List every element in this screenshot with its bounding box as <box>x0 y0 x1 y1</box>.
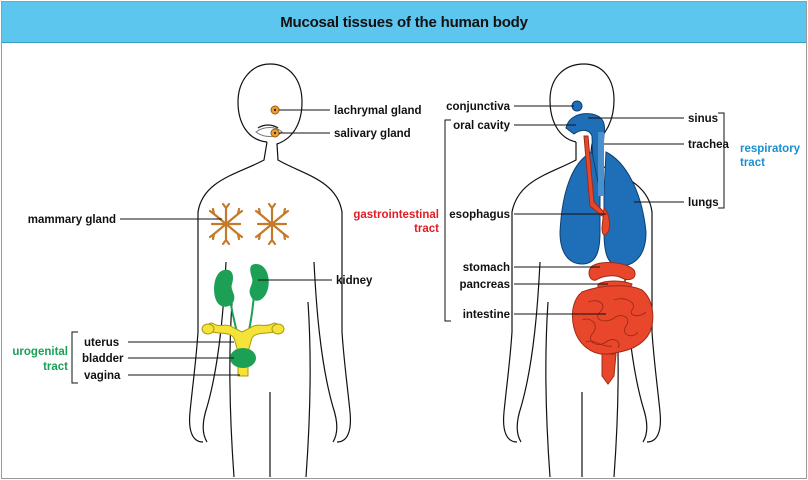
label-conjunctiva: conjunctiva <box>446 101 511 113</box>
title-bar: Mucosal tissues of the human body <box>2 2 806 43</box>
label-lungs: lungs <box>688 197 719 209</box>
label-pancreas: pancreas <box>459 279 510 291</box>
label-respiratory-tract-line1: respiratory <box>740 143 801 155</box>
label-urogenital-tract-line1: urogenital <box>12 346 68 358</box>
mammary-gland-right-shape <box>254 202 290 246</box>
left-body-outline <box>188 63 352 478</box>
label-oral-cavity: oral cavity <box>453 120 510 132</box>
label-kidney: kidney <box>336 275 373 287</box>
kidney-right-shape <box>249 264 269 301</box>
label-trachea: trachea <box>688 139 730 151</box>
kidney-left-shape <box>214 269 235 307</box>
label-esophagus: esophagus <box>449 209 510 221</box>
diagram-title: Mucosal tissues of the human body <box>280 13 528 31</box>
label-gastrointestinal-tract-line1: gastrointestinal <box>353 209 439 221</box>
trachea-shape <box>598 132 604 196</box>
label-bladder: bladder <box>82 353 124 365</box>
bladder-shape <box>230 348 256 368</box>
right-leader-lines <box>444 105 725 322</box>
label-uterus: uterus <box>84 337 119 349</box>
label-urogenital-tract-line2: tract <box>43 361 68 373</box>
label-sinus: sinus <box>688 113 718 125</box>
salivary-gland-point <box>273 131 277 135</box>
label-respiratory-tract-line2: tract <box>740 157 765 169</box>
label-mammary-gland: mammary gland <box>28 214 116 226</box>
lachrymal-gland-point <box>273 108 277 112</box>
label-gastrointestinal-tract-line2: tract <box>414 223 439 235</box>
mammary-gland-left-shape <box>208 202 244 246</box>
label-intestine: intestine <box>463 309 510 321</box>
left-leader-lines <box>71 109 332 384</box>
intestine-folds <box>581 298 647 349</box>
label-stomach: stomach <box>463 262 510 274</box>
label-salivary-gland: salivary gland <box>334 128 411 140</box>
label-lachrymal-gland: lachrymal gland <box>334 105 422 117</box>
label-vagina: vagina <box>84 370 121 382</box>
